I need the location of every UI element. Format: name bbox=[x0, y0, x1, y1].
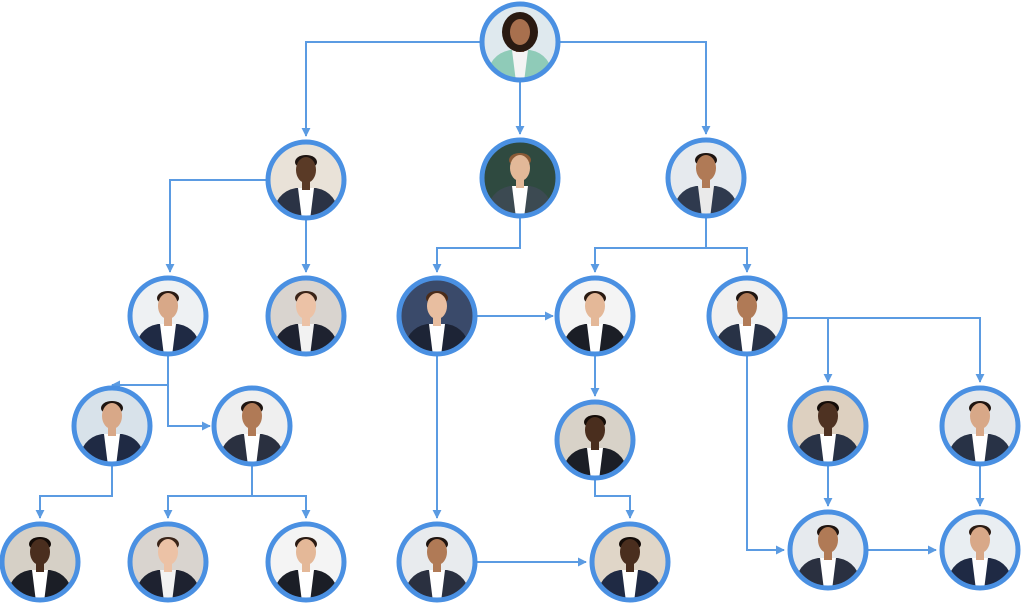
connector-arrow bbox=[165, 179, 268, 273]
org-node-n20[interactable] bbox=[939, 509, 1021, 591]
connector-arrow bbox=[746, 356, 785, 555]
org-node-n7[interactable] bbox=[554, 275, 636, 357]
org-node-n11[interactable] bbox=[554, 399, 636, 481]
org-node-n2[interactable] bbox=[479, 137, 561, 219]
org-node-n10[interactable] bbox=[211, 385, 293, 467]
org-node-n12[interactable] bbox=[787, 385, 869, 467]
node-border bbox=[265, 139, 347, 221]
node-border bbox=[127, 275, 209, 357]
org-node-n19[interactable] bbox=[787, 509, 869, 591]
org-node-n18[interactable] bbox=[589, 521, 671, 603]
node-border bbox=[787, 509, 869, 591]
connector-arrow bbox=[252, 495, 311, 519]
org-node-n6[interactable] bbox=[396, 275, 478, 357]
connector-arrow bbox=[301, 41, 480, 137]
node-border bbox=[396, 275, 478, 357]
node-border bbox=[396, 521, 478, 603]
node-border bbox=[127, 521, 209, 603]
node-border bbox=[71, 385, 153, 467]
node-border bbox=[554, 275, 636, 357]
connector-arrow bbox=[111, 354, 169, 390]
connector-arrow bbox=[163, 466, 253, 519]
org-node-n16[interactable] bbox=[265, 521, 347, 603]
node-border bbox=[265, 521, 347, 603]
org-node-n1[interactable] bbox=[265, 139, 347, 221]
node-border bbox=[939, 385, 1021, 467]
connector-arrow bbox=[560, 41, 711, 135]
org-node-n3[interactable] bbox=[665, 137, 747, 219]
node-border bbox=[589, 521, 671, 603]
connector-arrow bbox=[706, 247, 752, 273]
org-node-n9[interactable] bbox=[71, 385, 153, 467]
node-border bbox=[479, 1, 561, 83]
node-border bbox=[211, 385, 293, 467]
org-node-n13[interactable] bbox=[939, 385, 1021, 467]
node-border bbox=[479, 137, 561, 219]
connector-arrow bbox=[787, 317, 985, 383]
connector-arrow bbox=[432, 218, 521, 273]
connector-arrow bbox=[590, 218, 707, 273]
node-border bbox=[665, 137, 747, 219]
node-border bbox=[787, 385, 869, 467]
org-node-n5[interactable] bbox=[265, 275, 347, 357]
connector-arrow bbox=[167, 385, 211, 431]
org-node-n8[interactable] bbox=[706, 275, 788, 357]
org-node-n0[interactable] bbox=[479, 1, 561, 83]
connector-arrow bbox=[594, 480, 635, 519]
node-border bbox=[265, 275, 347, 357]
org-node-n15[interactable] bbox=[127, 521, 209, 603]
node-border bbox=[939, 509, 1021, 591]
org-node-n14[interactable] bbox=[0, 521, 81, 603]
node-border bbox=[0, 521, 81, 603]
org-node-n17[interactable] bbox=[396, 521, 478, 603]
org-node-n4[interactable] bbox=[127, 275, 209, 357]
node-border bbox=[706, 275, 788, 357]
connector-arrow bbox=[35, 466, 113, 519]
connectors bbox=[35, 41, 985, 567]
node-border bbox=[554, 399, 636, 481]
